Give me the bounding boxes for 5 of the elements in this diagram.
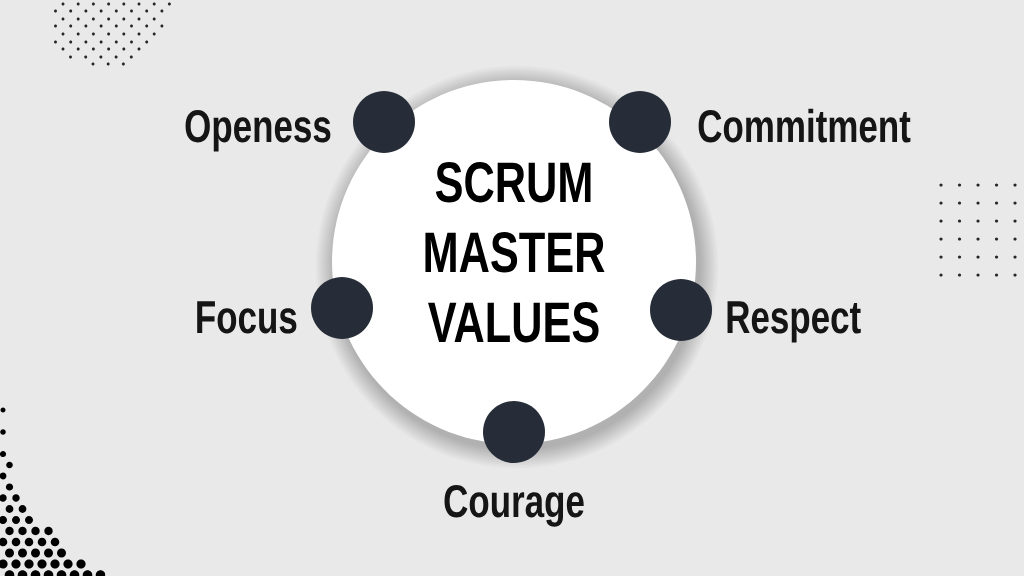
- value-label: Courage: [444, 484, 584, 527]
- value-label: Focus: [197, 301, 297, 334]
- value-label: Openess: [185, 109, 331, 152]
- value-label: Respect: [727, 301, 861, 343]
- value-label: Commitment: [698, 108, 911, 143]
